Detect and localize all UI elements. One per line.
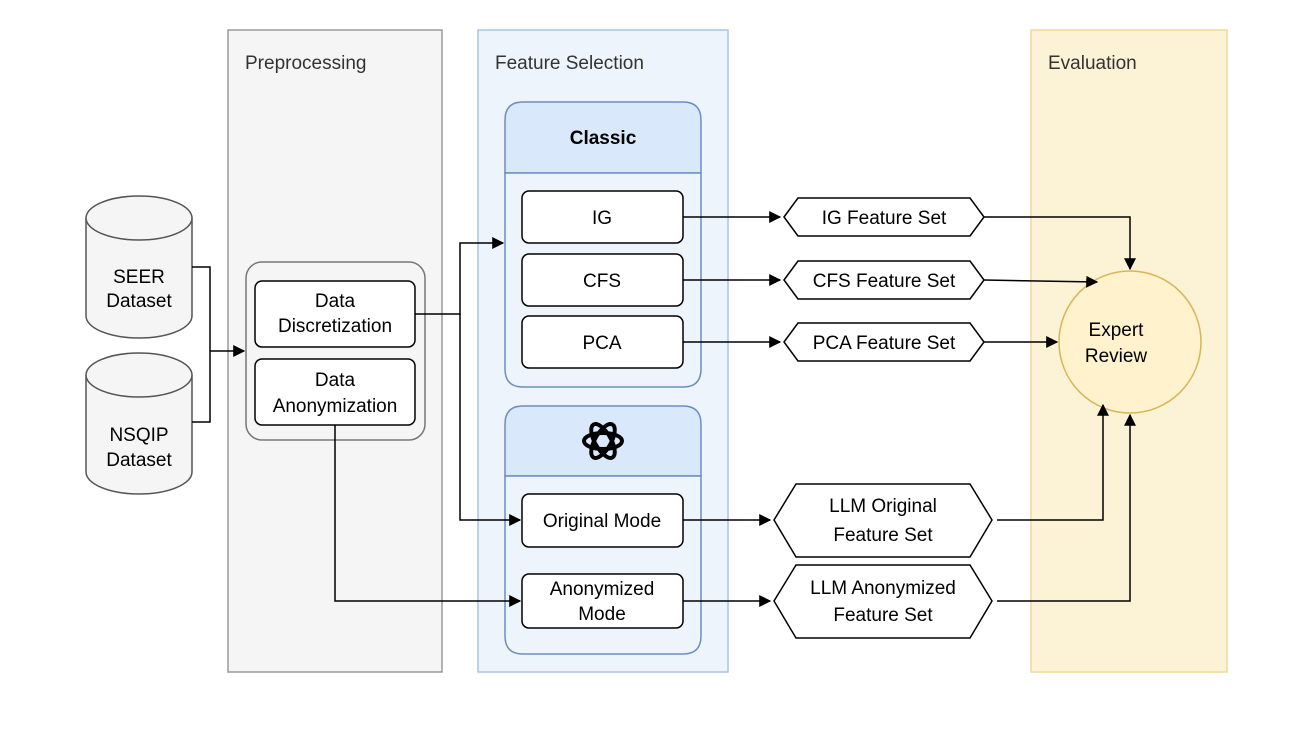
classic-title: Classic <box>570 128 637 149</box>
nsqip-label-line1: NSQIP <box>109 425 168 446</box>
preprocessing-title: Preprocessing <box>245 53 366 74</box>
ig-method-label: IG <box>592 208 612 229</box>
original-mode-label: Original Mode <box>543 511 661 532</box>
preprocessing-connectors <box>334 237 522 607</box>
seer-label-line1: SEER <box>113 267 165 288</box>
evaluation-title: Evaluation <box>1048 53 1137 74</box>
llm-anonymized-feature-set: LLM Anonymized Feature Set <box>773 564 993 639</box>
seer-label-line2: Dataset <box>106 291 172 312</box>
preprocessing-group: Data Discretization Data Anonymization <box>245 261 426 441</box>
method-to-featureset-arrows <box>683 211 782 607</box>
ig-feature-set: IG Feature Set <box>783 197 985 237</box>
dataset-connectors <box>192 266 246 423</box>
expert-review-line2: Review <box>1085 346 1148 367</box>
llm-original-feature-set: LLM Original Feature Set <box>773 483 993 558</box>
anonymization-line2: Anonymization <box>273 396 398 417</box>
anonymized-mode-line2: Mode <box>578 604 626 625</box>
llm-anonymized-line2: Feature Set <box>833 605 933 626</box>
nsqip-dataset: NSQIP Dataset <box>85 352 193 495</box>
pca-method-label: PCA <box>582 333 621 354</box>
cfs-feature-set: CFS Feature Set <box>783 260 985 300</box>
discretization-line1: Data <box>315 291 356 312</box>
pca-feature-set: PCA Feature Set <box>783 322 985 362</box>
llm-group: Original Mode Anonymized Mode <box>504 405 702 655</box>
ig-feature-set-label: IG Feature Set <box>822 208 947 229</box>
expert-review: Expert Review <box>1058 270 1202 414</box>
llm-anonymized-line1: LLM Anonymized <box>810 578 956 599</box>
cfs-method-label: CFS <box>583 271 621 292</box>
featureset-to-review-arrows <box>983 216 1136 602</box>
cfs-feature-set-label: CFS Feature Set <box>813 271 956 292</box>
nsqip-label-line2: Dataset <box>106 450 172 471</box>
anonymized-mode-line1: Anonymized <box>550 579 655 600</box>
discretization-line2: Discretization <box>278 316 392 337</box>
seer-dataset: SEER Dataset <box>85 195 193 339</box>
feature-selection-title: Feature Selection <box>495 53 644 74</box>
expert-review-line1: Expert <box>1089 320 1145 341</box>
llm-original-line2: Feature Set <box>833 525 933 546</box>
pca-feature-set-label: PCA Feature Set <box>813 333 956 354</box>
anonymization-line1: Data <box>315 370 356 391</box>
llm-original-line1: LLM Original <box>829 496 937 517</box>
openai-logo-icon <box>582 422 624 460</box>
classic-group: Classic IG CFS PCA <box>504 101 702 388</box>
